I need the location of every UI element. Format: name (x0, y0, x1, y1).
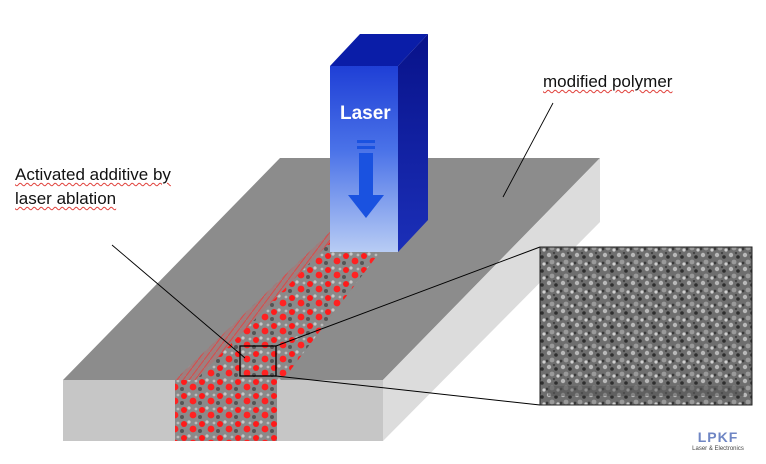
groove-left-wall (175, 232, 340, 390)
zoom-line-top (275, 246, 541, 347)
laser-direction-arrow (348, 140, 384, 218)
leader-line-polymer (502, 102, 554, 198)
sem-micrograph-inset (539, 246, 753, 406)
activated-label-line2: laser ablation (15, 189, 117, 208)
groove-front-section (175, 380, 277, 441)
laser-beam-side (398, 34, 428, 252)
laser-beam-top (330, 34, 428, 66)
logo-mark: LPKF (697, 429, 739, 445)
activated-label-line1: Activated additive by (15, 165, 171, 184)
activated-additive-label: Activated additive by laser ablation (15, 163, 171, 211)
zoom-line-bottom (275, 375, 541, 406)
lpkf-logo: LPKF Laser & Electronics (688, 429, 748, 455)
laser-label: Laser (340, 103, 391, 124)
modified-polymer-label: modified polymer (543, 72, 673, 91)
logo-subtitle: Laser & Electronics (692, 446, 744, 452)
polymer-right-face (383, 158, 600, 441)
sem-scale-bar (548, 386, 744, 396)
leader-line-activated (111, 244, 246, 359)
detail-marker-box (239, 345, 277, 377)
